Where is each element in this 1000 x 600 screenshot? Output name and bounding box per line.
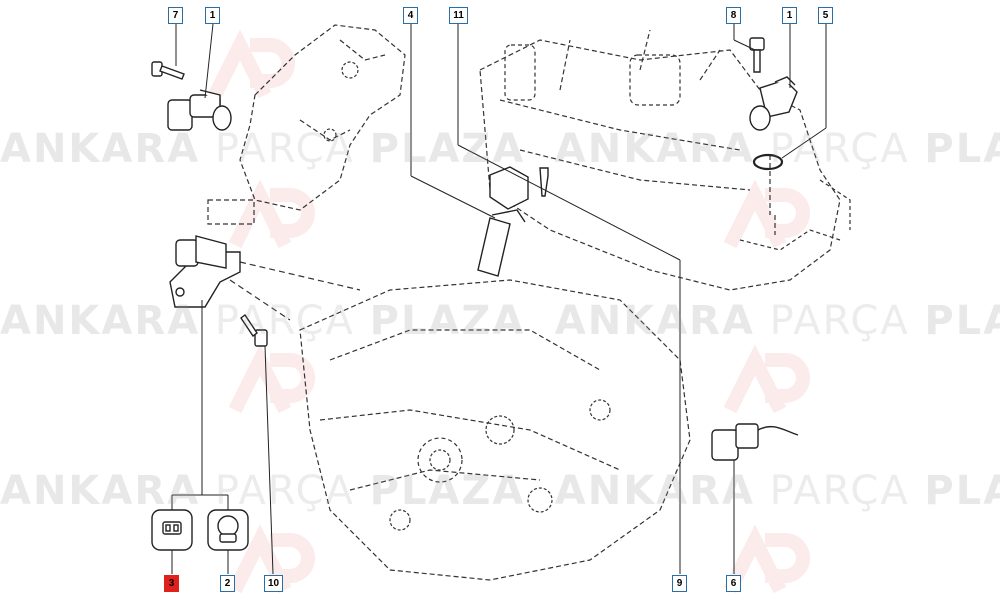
callout-2[interactable]: 2: [220, 575, 235, 592]
sensor-part-4: [477, 166, 529, 277]
cylinder-head: [479, 39, 841, 291]
callout-6[interactable]: 6: [726, 575, 741, 592]
watermark-logo-4: [228, 344, 315, 414]
connector-part-3: [151, 509, 193, 551]
bolt-centre: [539, 167, 549, 197]
callout-10[interactable]: 10: [264, 575, 283, 592]
sensor-part-2: [207, 509, 249, 551]
callout-3[interactable]: 3: [164, 575, 179, 592]
watermark-logo-6: [228, 524, 315, 594]
callout-4[interactable]: 4: [403, 7, 418, 24]
callout-9[interactable]: 9: [672, 575, 687, 592]
watermark-logo-3: [723, 179, 810, 249]
watermark-logo-1: [208, 29, 295, 99]
watermark-logo-group: [208, 29, 810, 594]
upper-left-bracket: [239, 24, 406, 211]
o-ring-part-5: [752, 153, 784, 171]
gearbox-casing: [299, 279, 691, 581]
sensor-bracket-lower-left: [169, 235, 241, 308]
callout-8[interactable]: 8: [726, 7, 741, 24]
leader-lines: [171, 23, 827, 575]
callout-7[interactable]: 7: [168, 7, 183, 24]
watermark-logo-5: [723, 344, 810, 414]
callout-11[interactable]: 11: [449, 7, 468, 24]
bolt-part-8: [749, 37, 765, 73]
connector-part-6: [711, 423, 799, 461]
callout-1-right[interactable]: 1: [782, 7, 797, 24]
callout-1-left[interactable]: 1: [205, 7, 220, 24]
bolt-part-7: [151, 61, 185, 80]
reference-box: [207, 199, 255, 225]
watermark-logo-7: [723, 524, 810, 594]
bolt-part-10: [240, 313, 268, 347]
callout-5[interactable]: 5: [818, 7, 833, 24]
watermark-logo-2: [228, 179, 315, 249]
